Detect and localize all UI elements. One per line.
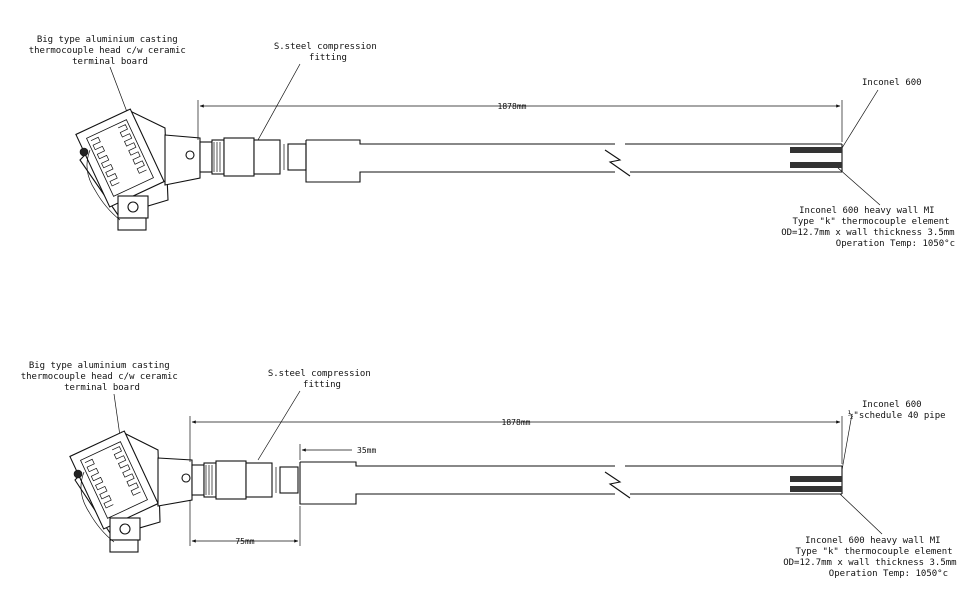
fitting-length-label: 75mm (235, 537, 254, 546)
fitting-leader-1 (257, 63, 301, 141)
compression-fitting-2 (191, 460, 299, 500)
fitting-label-1: S.steel compression fitting (274, 42, 382, 63)
tip-label-1: Inconel 600 (862, 78, 922, 88)
break-mark-2 (604, 471, 631, 499)
diagram-1: Big type aluminium casting thermocouple … (29, 35, 960, 249)
length-label-2: 1878mm (502, 418, 531, 427)
head-leader-2 (113, 393, 121, 437)
fitting-leader-2 (257, 390, 301, 461)
tip-label-2: Inconel 600 ½"schedule 40 pipe (848, 400, 946, 421)
fitting-label-2: S.steel compression fitting (268, 369, 376, 390)
head-label-2: Big type aluminium casting thermocouple … (21, 361, 184, 393)
sheath-2 (299, 461, 843, 505)
sheath-1 (305, 139, 843, 183)
offset-label: 35mm (357, 446, 376, 455)
terminal-head-1 (75, 108, 201, 231)
terminal-head-2 (69, 430, 193, 553)
length-label-1: 1878mm (498, 102, 527, 111)
element-label-1: Inconel 600 heavy wall MI Type "k" therm… (781, 206, 960, 249)
head-label-1: Big type aluminium casting thermocouple … (29, 35, 192, 67)
element-label-2: Inconel 600 heavy wall MI Type "k" therm… (783, 536, 962, 579)
diagram-2: Big type aluminium casting thermocouple … (21, 361, 962, 579)
break-mark-1 (604, 149, 631, 177)
compression-fitting-1 (199, 137, 307, 177)
head-leader-1 (109, 66, 128, 113)
